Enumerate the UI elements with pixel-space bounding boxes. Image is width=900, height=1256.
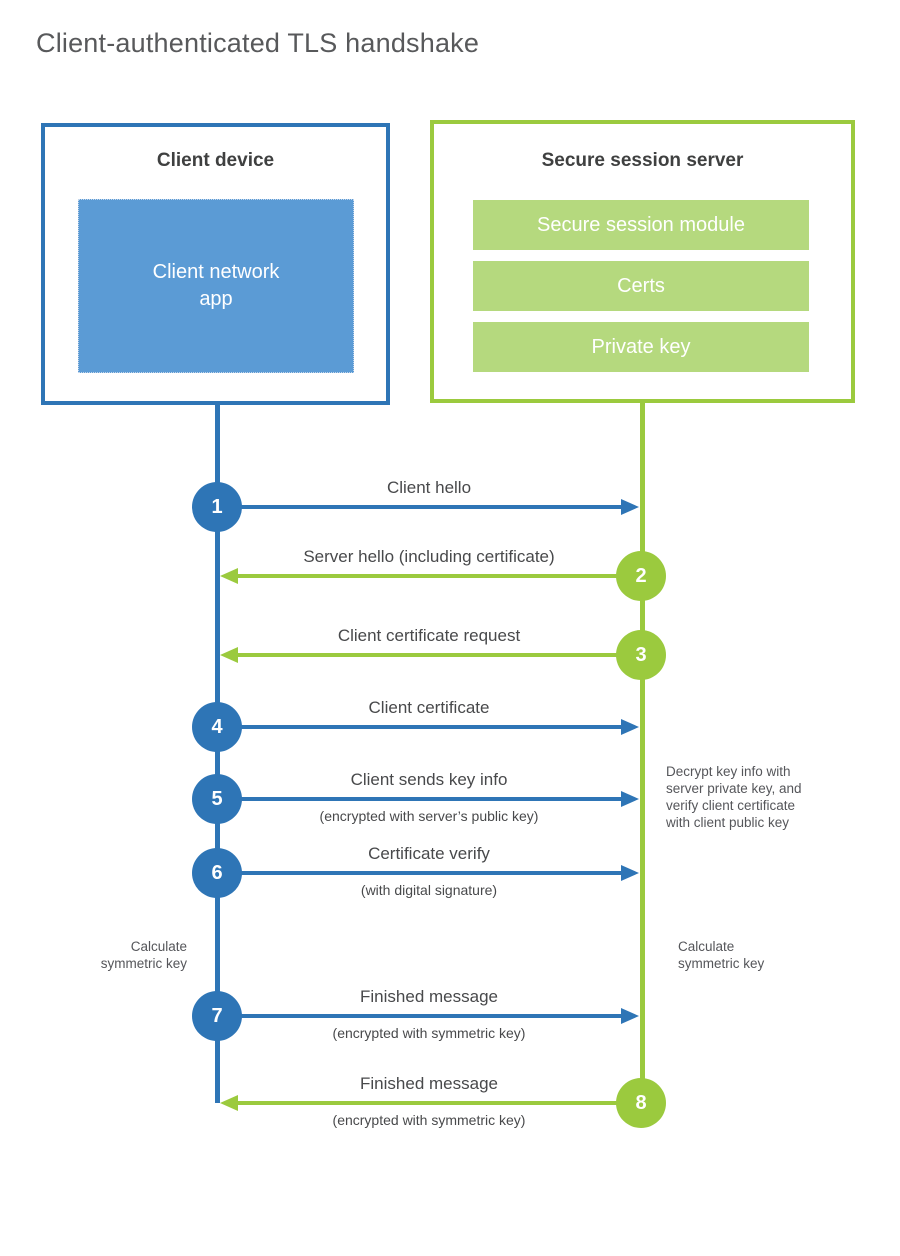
step-6-label: Certificate verify xyxy=(368,844,490,863)
step-6-arrow xyxy=(217,871,622,875)
step-2-arrow xyxy=(237,574,642,578)
step-5-badge: 5 xyxy=(192,774,242,824)
client-calculate-symmetric-key-note: Calculate symmetric key xyxy=(100,939,187,971)
step-7-label: Finished message xyxy=(360,987,498,1006)
step-7-sublabel: (encrypted with symmetric key) xyxy=(332,1025,526,1041)
server-lifeline xyxy=(640,403,645,1105)
page-title: Client-authenticated TLS handshake xyxy=(36,28,480,58)
step-3-label: Client certificate request xyxy=(337,626,521,645)
step-8-arrow xyxy=(237,1101,642,1105)
step-2-label: Server hello (including certificate) xyxy=(303,547,555,566)
step-4-arrowhead-icon xyxy=(621,719,639,735)
secure-session-server-header: Secure session server xyxy=(541,150,744,171)
step-3-arrow xyxy=(237,653,642,657)
step-3-badge: 3 xyxy=(616,630,666,680)
step-8-sublabel: (encrypted with symmetric key) xyxy=(332,1112,526,1128)
step-1-arrowhead-icon xyxy=(621,499,639,515)
step-7-arrow xyxy=(217,1014,622,1018)
step-2-badge: 2 xyxy=(616,551,666,601)
step-5-sublabel: (encrypted with server’s public key) xyxy=(319,808,539,824)
step-1-arrow xyxy=(217,505,622,509)
step-5-label: Client sends key info xyxy=(350,770,508,789)
step-3-arrowhead-icon xyxy=(220,647,238,663)
client-device-header: Client device xyxy=(156,150,275,171)
step-7-badge: 7 xyxy=(192,991,242,1041)
server-calculate-symmetric-key-note: Calculate symmetric key xyxy=(678,939,765,971)
step-5-arrow xyxy=(217,797,622,801)
client-lifeline xyxy=(215,405,220,1103)
bar-private-key: Private key xyxy=(473,322,809,372)
step-1-label: Client hello xyxy=(386,478,472,497)
step-6-sublabel: (with digital signature) xyxy=(360,882,498,898)
step-8-badge: 8 xyxy=(616,1078,666,1128)
step-4-label: Client certificate xyxy=(368,698,490,717)
step-1-badge: 1 xyxy=(192,482,242,532)
step-6-badge: 6 xyxy=(192,848,242,898)
step-8-arrowhead-icon xyxy=(220,1095,238,1111)
server-decrypt-note: Decrypt key info with server private key… xyxy=(666,764,802,830)
step-5-arrowhead-icon xyxy=(621,791,639,807)
client-network-app-box: Client network app xyxy=(78,199,354,373)
step-8-label: Finished message xyxy=(360,1074,498,1093)
step-6-arrowhead-icon xyxy=(621,865,639,881)
step-2-arrowhead-icon xyxy=(220,568,238,584)
bar-secure-session-module: Secure session module xyxy=(473,200,809,250)
bar-certs: Certs xyxy=(473,261,809,311)
step-4-arrow xyxy=(217,725,622,729)
step-7-arrowhead-icon xyxy=(621,1008,639,1024)
step-4-badge: 4 xyxy=(192,702,242,752)
